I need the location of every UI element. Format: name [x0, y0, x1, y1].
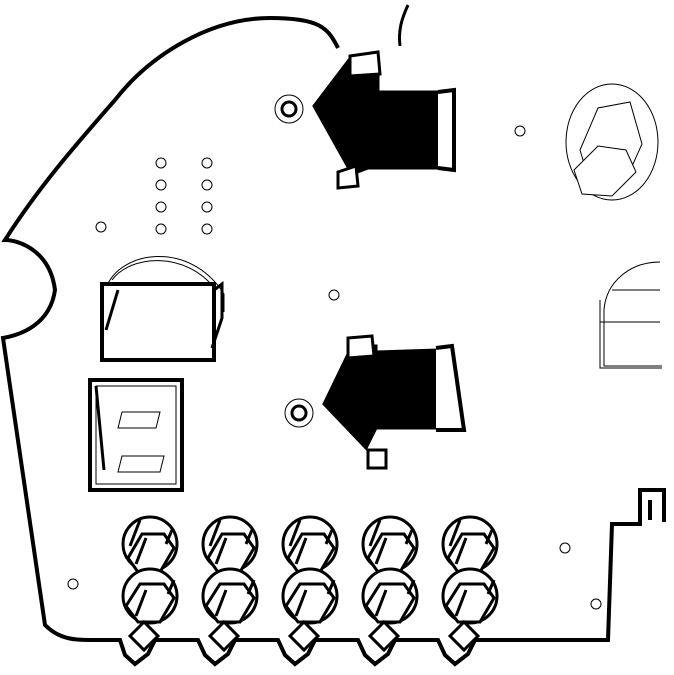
pin-hole-grid	[155, 157, 213, 235]
upper-mount-hole	[274, 94, 304, 124]
led-column-3	[281, 515, 339, 652]
right-partial-led	[599, 261, 662, 369]
upper-right-led	[565, 83, 659, 201]
square-component	[88, 378, 184, 492]
top-cable	[398, 4, 410, 47]
led-column-4	[361, 515, 419, 652]
lower-mount-hole	[284, 398, 314, 428]
via-holes	[67, 125, 602, 610]
led-column-1	[121, 515, 179, 652]
lower-connector	[322, 334, 467, 470]
capacitor	[100, 256, 225, 362]
upper-connector	[312, 50, 456, 190]
led-column-5	[441, 515, 499, 652]
board-outline	[0, 15, 666, 667]
led-column-2	[201, 515, 259, 652]
